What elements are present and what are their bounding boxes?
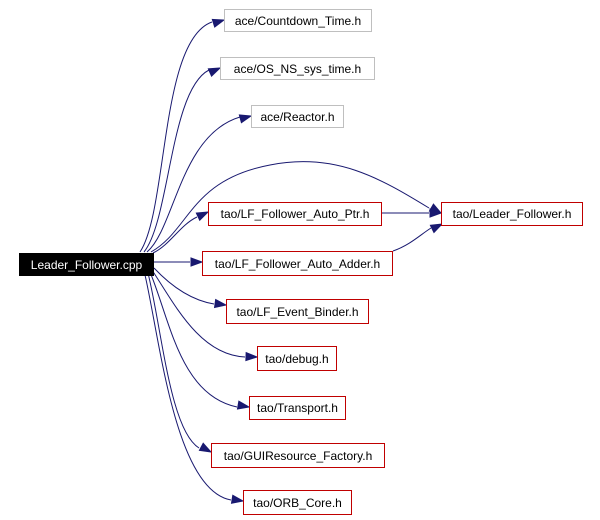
- node-tao-orb-core[interactable]: tao/ORB_Core.h: [243, 490, 352, 515]
- node-ace-reactor[interactable]: ace/Reactor.h: [251, 105, 344, 128]
- arrowhead-root-to-reactor: [238, 114, 253, 124]
- arrowhead-root-to-transport: [236, 400, 251, 410]
- node-ace-os-ns-sys-time[interactable]: ace/OS_NS_sys_time.h: [220, 57, 375, 80]
- node-leader-follower-cpp[interactable]: Leader_Follower.cpp: [19, 253, 154, 276]
- node-tao-lf-event-binder[interactable]: tao/LF_Event_Binder.h: [226, 299, 369, 324]
- edge-root-to-auto_ptr: [152, 216, 198, 254]
- arrowhead-root-to-event_binder: [213, 298, 228, 309]
- node-tao-guiresource-factory[interactable]: tao/GUIResource_Factory.h: [211, 443, 385, 468]
- arrowhead-root-to-orb_core: [230, 494, 245, 504]
- arrowhead-root-to-gui_factory: [198, 442, 213, 453]
- edge-root-to-reactor: [146, 116, 241, 253]
- edge-root-to-gui_factory: [147, 272, 200, 449]
- edge-root-to-transport: [149, 271, 238, 408]
- edge-root-to-countdown: [139, 21, 213, 253]
- arrowhead-auto_ptr-to-leader_follower: [429, 208, 443, 218]
- arrowhead-root-to-auto_ptr: [195, 211, 210, 222]
- arrowhead-root-to-auto_adder: [190, 257, 204, 267]
- node-tao-transport[interactable]: tao/Transport.h: [249, 396, 346, 420]
- node-tao-leader-follower[interactable]: tao/Leader_Follower.h: [441, 202, 583, 226]
- edge-auto_adder-to-leader_follower: [392, 227, 432, 252]
- arrowhead-root-to-countdown: [211, 18, 226, 28]
- edge-root-to-debug: [151, 269, 246, 358]
- node-ace-countdown-time[interactable]: ace/Countdown_Time.h: [224, 9, 372, 32]
- node-tao-debug[interactable]: tao/debug.h: [257, 346, 337, 371]
- edge-root-to-os_ns: [143, 69, 210, 253]
- edge-root-to-orb_core: [144, 274, 232, 501]
- arrowhead-root-to-os_ns: [207, 67, 222, 77]
- node-tao-lf-follower-auto-ptr[interactable]: tao/LF_Follower_Auto_Ptr.h: [208, 202, 382, 226]
- node-tao-lf-follower-auto-adder[interactable]: tao/LF_Follower_Auto_Adder.h: [202, 251, 393, 276]
- edge-root-to-event_binder: [153, 267, 215, 305]
- arrowhead-root-to-debug: [245, 351, 259, 362]
- arrowhead-auto_adder-to-leader_follower: [429, 223, 444, 234]
- edge-root-to-leader_follower: [150, 161, 430, 253]
